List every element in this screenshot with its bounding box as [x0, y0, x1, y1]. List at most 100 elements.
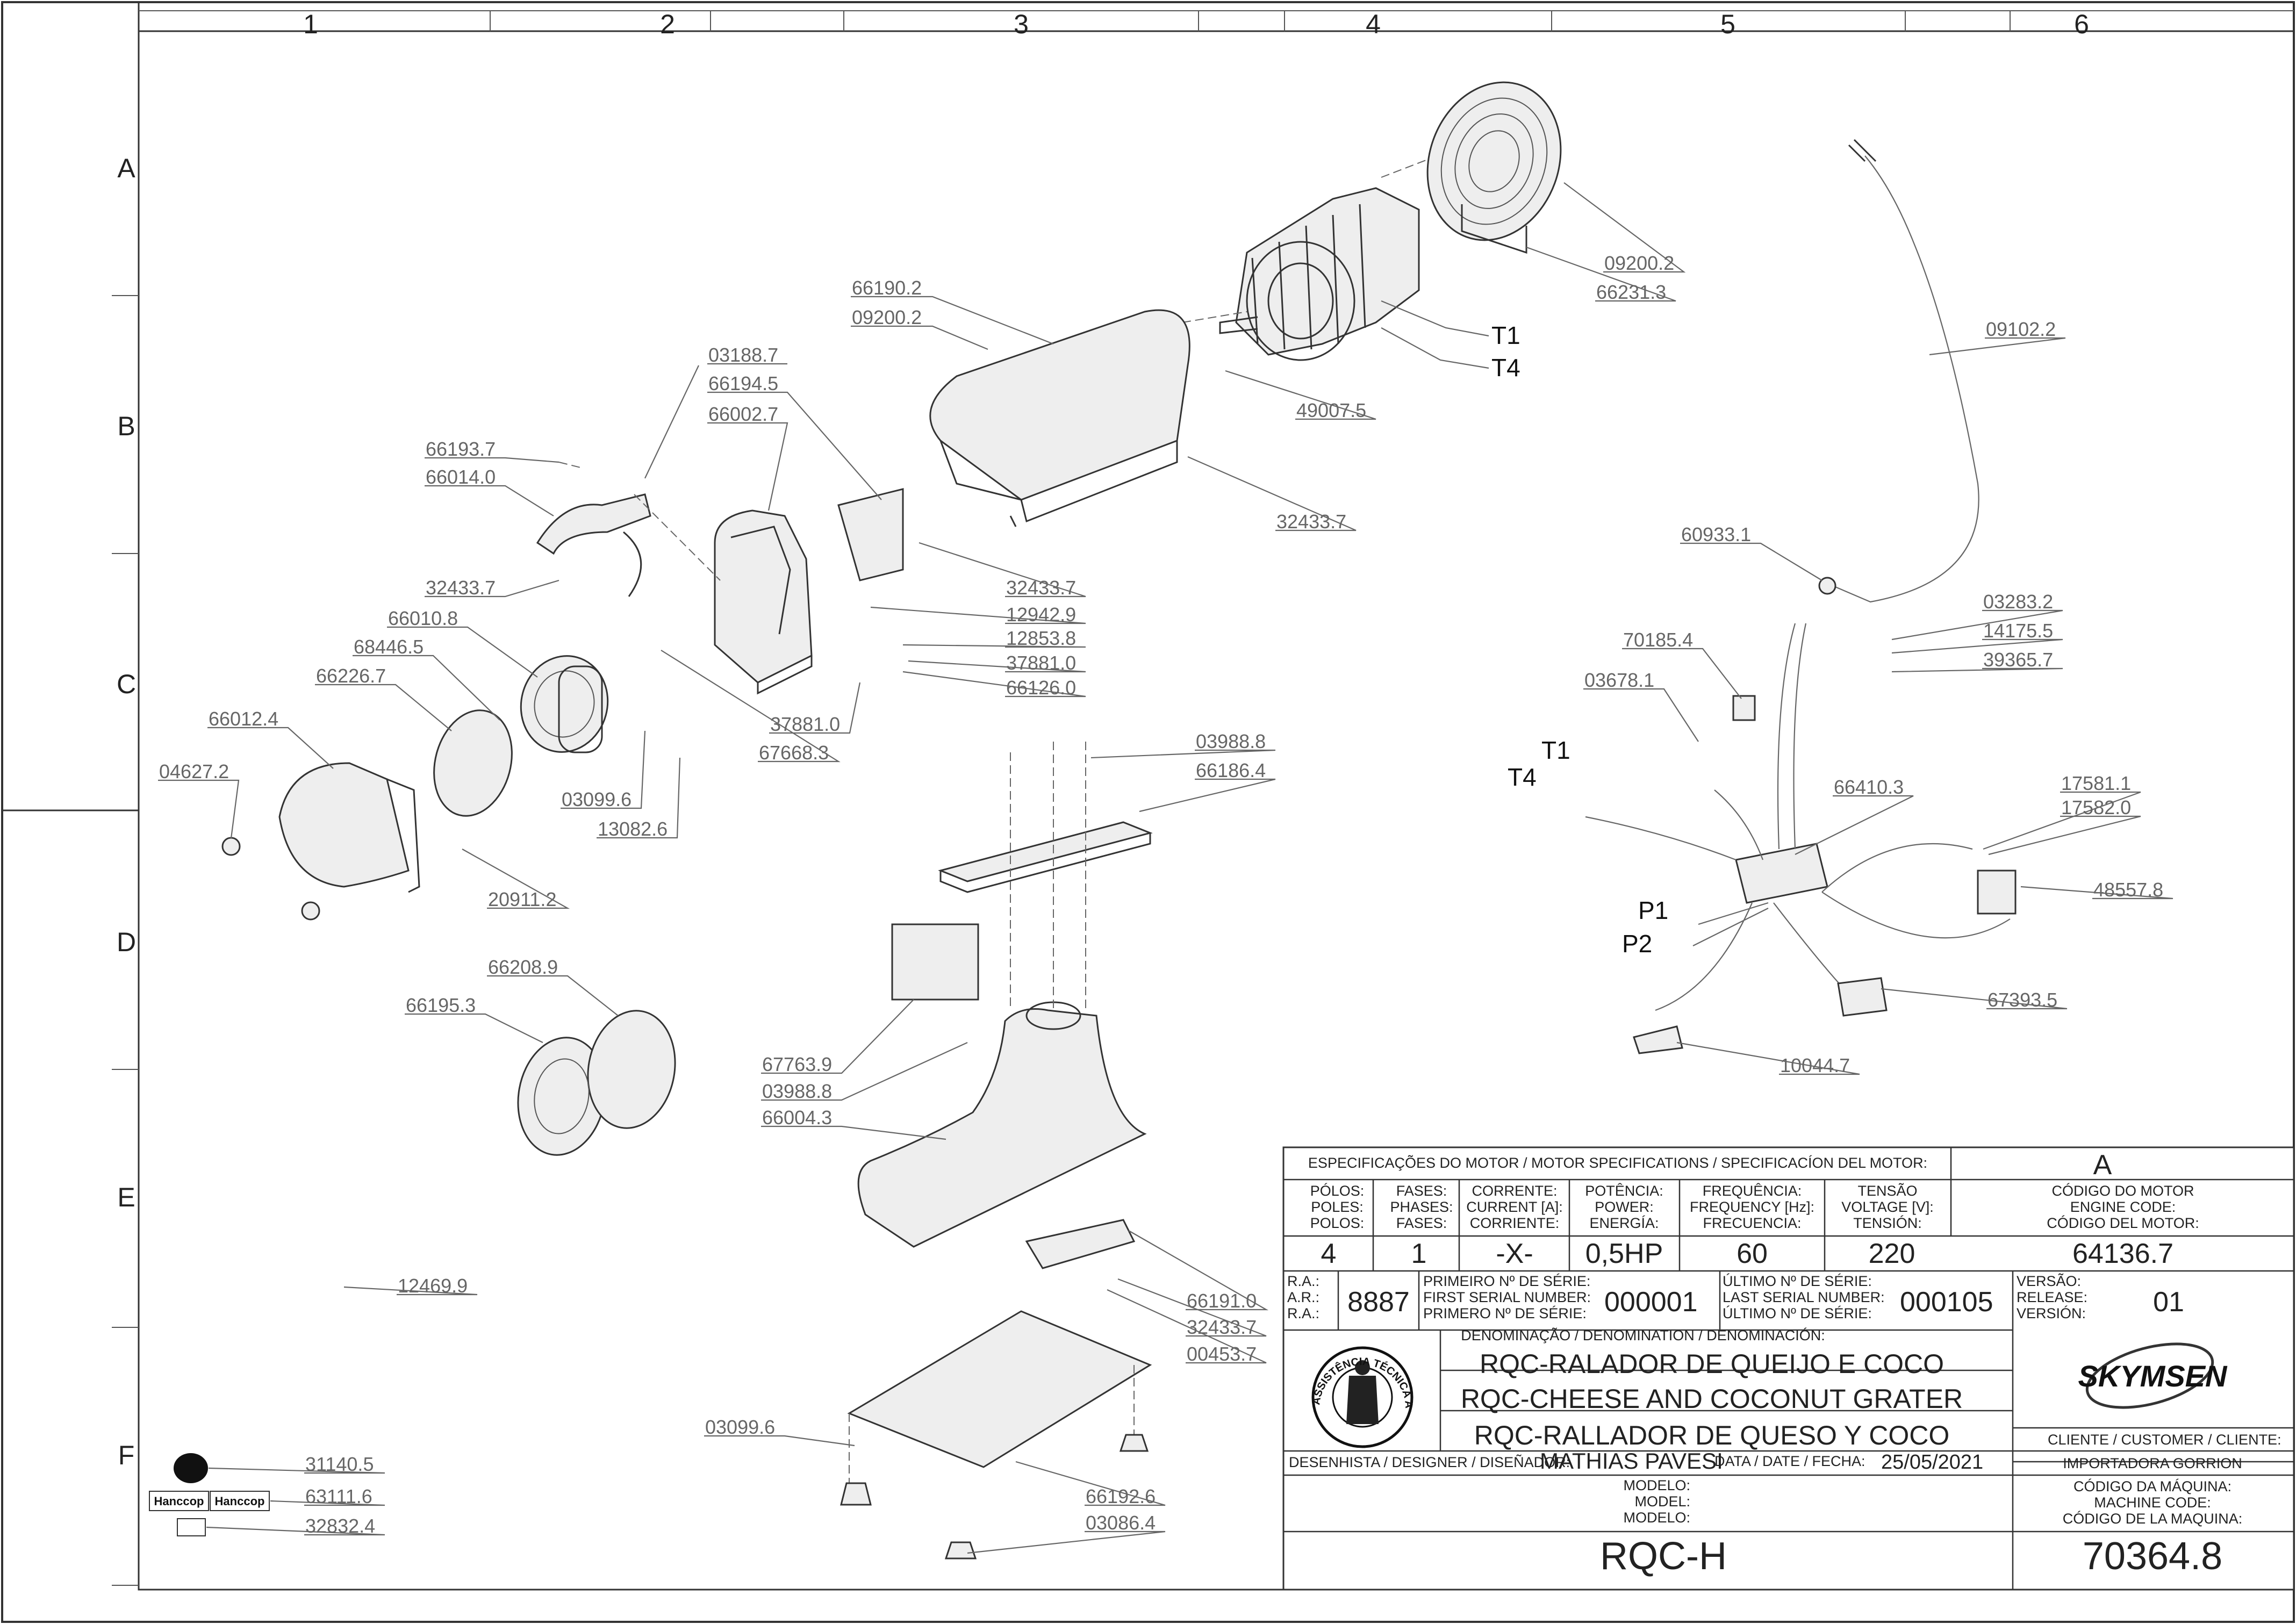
- grater-housing: [714, 488, 904, 695]
- svg-text:32433.7: 32433.7: [1187, 1316, 1257, 1338]
- svg-text:TENSÃO: TENSÃO: [1857, 1182, 1917, 1199]
- serial-block: R.A.: A.R.: R.A.: 8887 PRIMEIRO Nº DE SÉ…: [1287, 1273, 2184, 1321]
- svg-text:PRIMERO Nº DE SÉRIE:: PRIMERO Nº DE SÉRIE:: [1423, 1305, 1587, 1321]
- svg-text:Hanccop: Hanccop: [154, 1494, 204, 1508]
- grid-row-e: E: [117, 1182, 135, 1212]
- label-67763-9: 67763.9: [761, 999, 914, 1075]
- denomination-es: RQC-RALLADOR DE QUESO Y COCO: [1474, 1420, 1949, 1450]
- label-03988-8-a: 03988.8: [1090, 730, 1276, 759]
- svg-text:66014.0: 66014.0: [426, 466, 496, 488]
- svg-text:POWER:: POWER:: [1595, 1199, 1654, 1215]
- svg-text:MACHINE CODE:: MACHINE CODE:: [2094, 1494, 2211, 1511]
- svg-text:66194.5: 66194.5: [708, 372, 778, 394]
- label-03988-8-b: 03988.8: [761, 1041, 968, 1102]
- label-70185-4: 70185.4: [1622, 629, 1742, 699]
- svg-text:66208.9: 66208.9: [488, 956, 558, 978]
- svg-text:32433.7: 32433.7: [1006, 577, 1076, 599]
- client-value: IMPORTADORA GORRION: [2063, 1455, 2242, 1471]
- wire-label-t4-harness: T4: [1508, 763, 1537, 791]
- svg-text:MODELO:: MODELO:: [1623, 1510, 1690, 1526]
- svg-text:LAST SERIAL NUMBER:: LAST SERIAL NUMBER:: [1723, 1289, 1885, 1305]
- label-10044-7: 10044.7: [1676, 1041, 1860, 1076]
- label-66002-7: 66002.7: [707, 403, 788, 511]
- grid-col-2: 2: [660, 9, 675, 39]
- label-39365-7: 39365.7: [1891, 649, 2063, 673]
- label-12942-9: 12942.9: [870, 603, 1086, 626]
- svg-text:PRIMEIRO Nº DE SÉRIE:: PRIMEIRO Nº DE SÉRIE:: [1423, 1273, 1590, 1289]
- svg-text:17582.0: 17582.0: [2061, 796, 2131, 818]
- svg-text:66012.4: 66012.4: [209, 708, 278, 730]
- grating-disc: [433, 709, 513, 817]
- model-value: RQC-H: [1600, 1535, 1727, 1578]
- label-63111-6: 63111.6: [270, 1485, 385, 1507]
- skymsen-logo: SKYMSEN: [2078, 1342, 2228, 1409]
- label-66190-2: 66190.2: [851, 277, 1054, 345]
- svg-text:49007.5: 49007.5: [1296, 399, 1366, 421]
- label-67668-3: 67668.3: [661, 650, 841, 764]
- label-49007-5: 49007.5: [1225, 370, 1376, 421]
- label-66126-0: 66126.0: [902, 671, 1086, 699]
- grid-row-a: A: [117, 153, 135, 183]
- svg-text:12853.8: 12853.8: [1006, 627, 1076, 649]
- electrical-harness: [1585, 139, 2017, 1054]
- svg-text:220: 220: [1869, 1238, 1915, 1269]
- motor-spec-header: ESPECIFICAÇÕES DO MOTOR / MOTOR SPECIFIC…: [1308, 1154, 1927, 1171]
- svg-text:FASES:: FASES:: [1396, 1215, 1447, 1231]
- label-66186-4: 66186.4: [1139, 759, 1276, 813]
- svg-text:A.R.:: A.R.:: [1287, 1289, 1319, 1305]
- svg-text:66193.7: 66193.7: [426, 438, 496, 460]
- svg-text:66192.6: 66192.6: [1086, 1485, 1156, 1507]
- part-labels: 66190.2 09200.2 03188.7 66194.5 66002.7 …: [158, 182, 2173, 1554]
- label-03283-2: 03283.2: [1891, 591, 2063, 641]
- svg-text:66190.2: 66190.2: [852, 277, 922, 299]
- svg-text:01: 01: [2153, 1287, 2184, 1318]
- denomination-pt: RQC-RALADOR DE QUEIJO E COCO: [1480, 1349, 1944, 1379]
- motor-housing: [929, 309, 1190, 527]
- designer-name: MATHIAS PAVESI: [1540, 1448, 1723, 1474]
- label-67393-5: 67393.5: [1881, 988, 2068, 1011]
- svg-text:R.A.:: R.A.:: [1287, 1273, 1319, 1289]
- label-66012-4: 66012.4: [207, 708, 334, 769]
- svg-text:66191.0: 66191.0: [1187, 1290, 1257, 1312]
- svg-text:FIRST SERIAL NUMBER:: FIRST SERIAL NUMBER:: [1423, 1289, 1591, 1305]
- svg-text:68446.5: 68446.5: [354, 636, 424, 658]
- label-13082-6: 13082.6: [597, 757, 681, 840]
- svg-text:VOLTAGE [V]:: VOLTAGE [V]:: [1841, 1199, 1934, 1215]
- motor-spec-headings: PÓLOS: POLES: POLOS: FASES: PHASES: FASE…: [1310, 1182, 2199, 1231]
- svg-text:67393.5: 67393.5: [1988, 989, 2057, 1011]
- drum: [520, 655, 609, 753]
- label-66195-3: 66195.3: [405, 994, 543, 1043]
- label-32433-7-a: 32433.7: [425, 577, 559, 599]
- svg-text:CORRENTE:: CORRENTE:: [1472, 1183, 1557, 1199]
- svg-text:PÓLOS:: PÓLOS:: [1310, 1182, 1365, 1199]
- svg-text:-X-: -X-: [1496, 1238, 1533, 1269]
- label-03188-7: 03188.7: [644, 344, 787, 479]
- svg-text:FREQUÊNCIA:: FREQUÊNCIA:: [1703, 1182, 1802, 1199]
- svg-text:09102.2: 09102.2: [1986, 318, 2056, 340]
- svg-text:20911.2: 20911.2: [488, 888, 556, 910]
- label-09102-2: 09102.2: [1929, 318, 2066, 356]
- svg-text:POTÊNCIA:: POTÊNCIA:: [1585, 1182, 1663, 1199]
- svg-text:13082.6: 13082.6: [598, 818, 668, 840]
- label-03099-6-b: 03099.6: [704, 1416, 855, 1447]
- grid-col-6: 6: [2074, 9, 2089, 39]
- label-68446-5: 68446.5: [353, 636, 500, 721]
- svg-text:03099.6: 03099.6: [705, 1416, 775, 1438]
- svg-text:60: 60: [1737, 1238, 1768, 1269]
- label-66231-3: 66231.3: [1526, 246, 1676, 303]
- label-48557-8: 48557.8: [2020, 879, 2173, 901]
- label-00453-7: 00453.7: [1107, 1289, 1267, 1365]
- label-66192-6: 66192.6: [1015, 1461, 1166, 1507]
- label-32433-7-c: 32433.7: [1187, 456, 1357, 533]
- wire-label-t1-motor: T1: [1491, 321, 1520, 349]
- wire-label-t1-harness: T1: [1541, 736, 1570, 764]
- grid-row-b: B: [117, 411, 135, 441]
- brand-tags: Hanccop Hanccop: [154, 1494, 265, 1508]
- svg-text:MODEL:: MODEL:: [1634, 1493, 1690, 1510]
- svg-text:03188.7: 03188.7: [708, 344, 778, 366]
- label-12853-8: 12853.8: [902, 627, 1086, 649]
- svg-text:ENGINE CODE:: ENGINE CODE:: [2070, 1199, 2176, 1215]
- svg-text:03678.1: 03678.1: [1584, 669, 1654, 691]
- label-66194-5: 66194.5: [707, 372, 882, 500]
